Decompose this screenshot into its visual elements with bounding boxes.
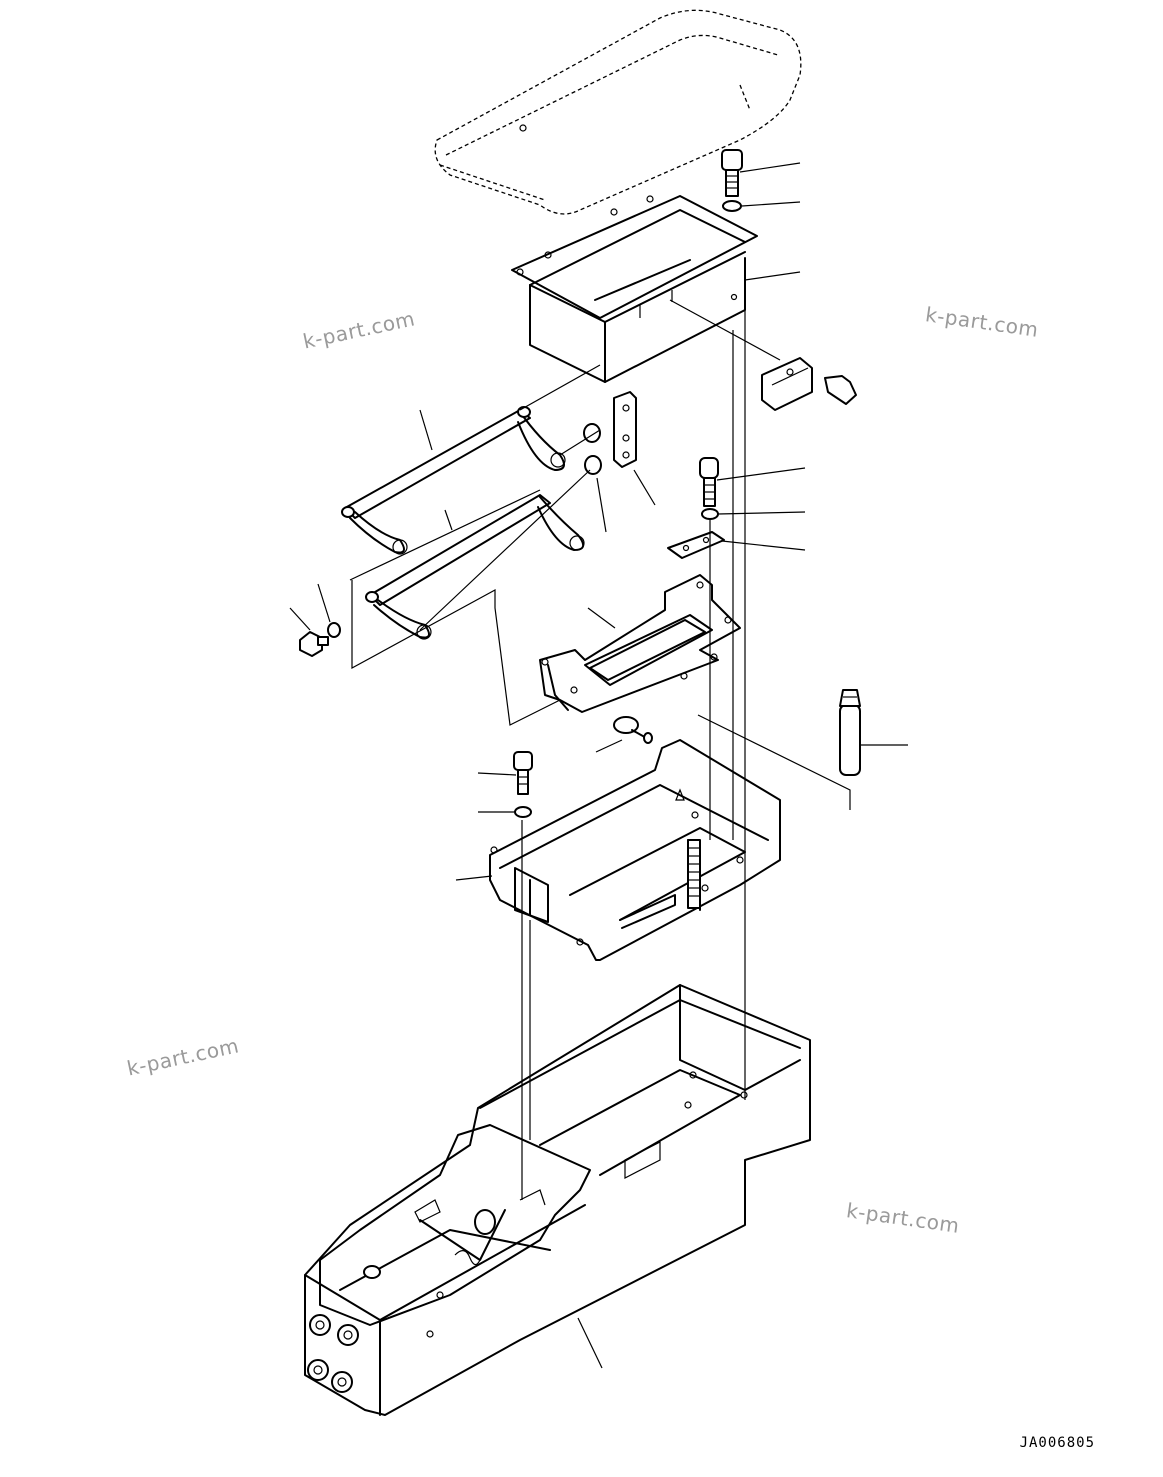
center-screw	[613, 716, 653, 744]
switch-block	[761, 357, 857, 411]
link-arm-upper	[341, 406, 566, 555]
leader-lines	[289, 162, 908, 1369]
armrest-cushion	[434, 9, 802, 215]
console-base	[304, 984, 811, 1416]
lower-left-bolt	[513, 751, 533, 818]
drawing-code: JA006805	[1019, 1435, 1095, 1451]
link-arm-lower	[365, 494, 585, 640]
cap-bolt-top	[721, 149, 743, 212]
left-bolt	[299, 622, 341, 657]
lower-frame-tray	[489, 739, 781, 961]
lock-cylinder	[839, 689, 861, 776]
upper-tray	[511, 195, 758, 383]
assembly-lines	[349, 260, 851, 1200]
bushings-and-block	[583, 391, 637, 475]
bracket-frame	[539, 574, 741, 713]
mid-bolt-washer-plate	[667, 457, 725, 559]
